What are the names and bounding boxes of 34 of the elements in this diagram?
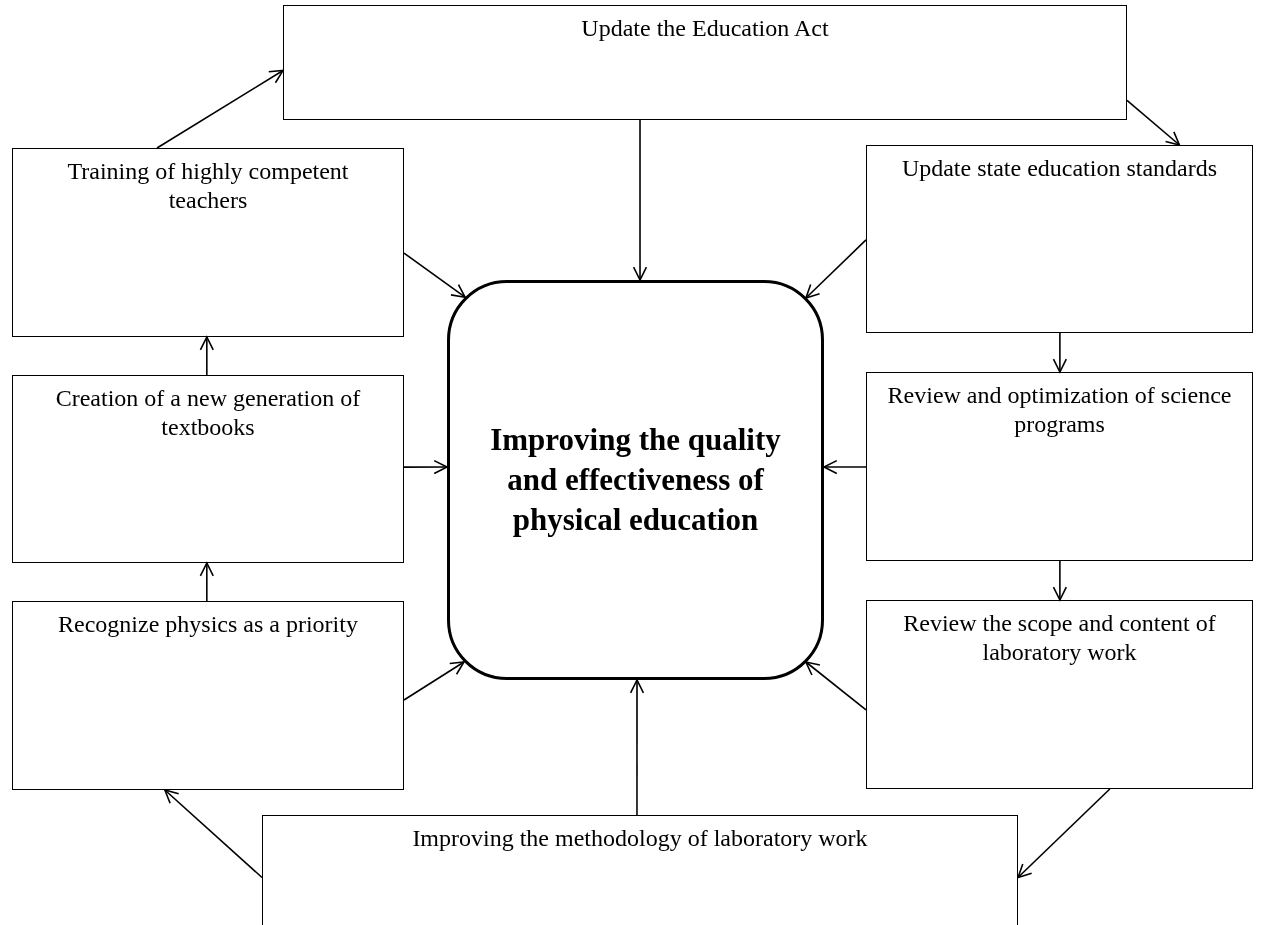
box-text: Creation of a new generation of textbooks [54, 384, 362, 442]
process-box [12, 148, 404, 337]
box-text: Improving the methodology of laboratory work [412, 824, 868, 853]
arrow [805, 239, 867, 299]
arrow [403, 252, 466, 298]
box-text: Review and optimization of science programs [886, 381, 1233, 439]
process-box [866, 372, 1253, 561]
arrow [1052, 560, 1068, 601]
arrow [403, 459, 448, 475]
arrow [823, 459, 867, 475]
box-text: Update the Education Act [581, 14, 829, 43]
arrow [164, 789, 263, 879]
arrow [629, 679, 645, 816]
goal-box [447, 280, 824, 680]
arrow [156, 69, 284, 149]
arrow [403, 661, 465, 701]
arrow [1126, 99, 1181, 146]
arrow [805, 661, 867, 711]
arrow [1052, 332, 1068, 373]
arrow [1017, 788, 1111, 879]
process-box [866, 600, 1253, 789]
process-box [12, 601, 404, 790]
arrow [199, 336, 214, 376]
box-text: Update state education standards [901, 154, 1218, 183]
process-box [262, 815, 1018, 925]
box-text: Review the scope and content of laboratory work [902, 609, 1217, 667]
box-text: Improving the quality and effectiveness of physical education [489, 420, 782, 540]
process-box [283, 5, 1127, 120]
box-text: Training of highly competent teachers [66, 157, 350, 215]
arrow [632, 119, 648, 281]
arrow [199, 562, 214, 602]
process-box [12, 375, 404, 563]
box-text: Recognize physics as a priority [58, 610, 358, 639]
process-box [866, 145, 1253, 333]
